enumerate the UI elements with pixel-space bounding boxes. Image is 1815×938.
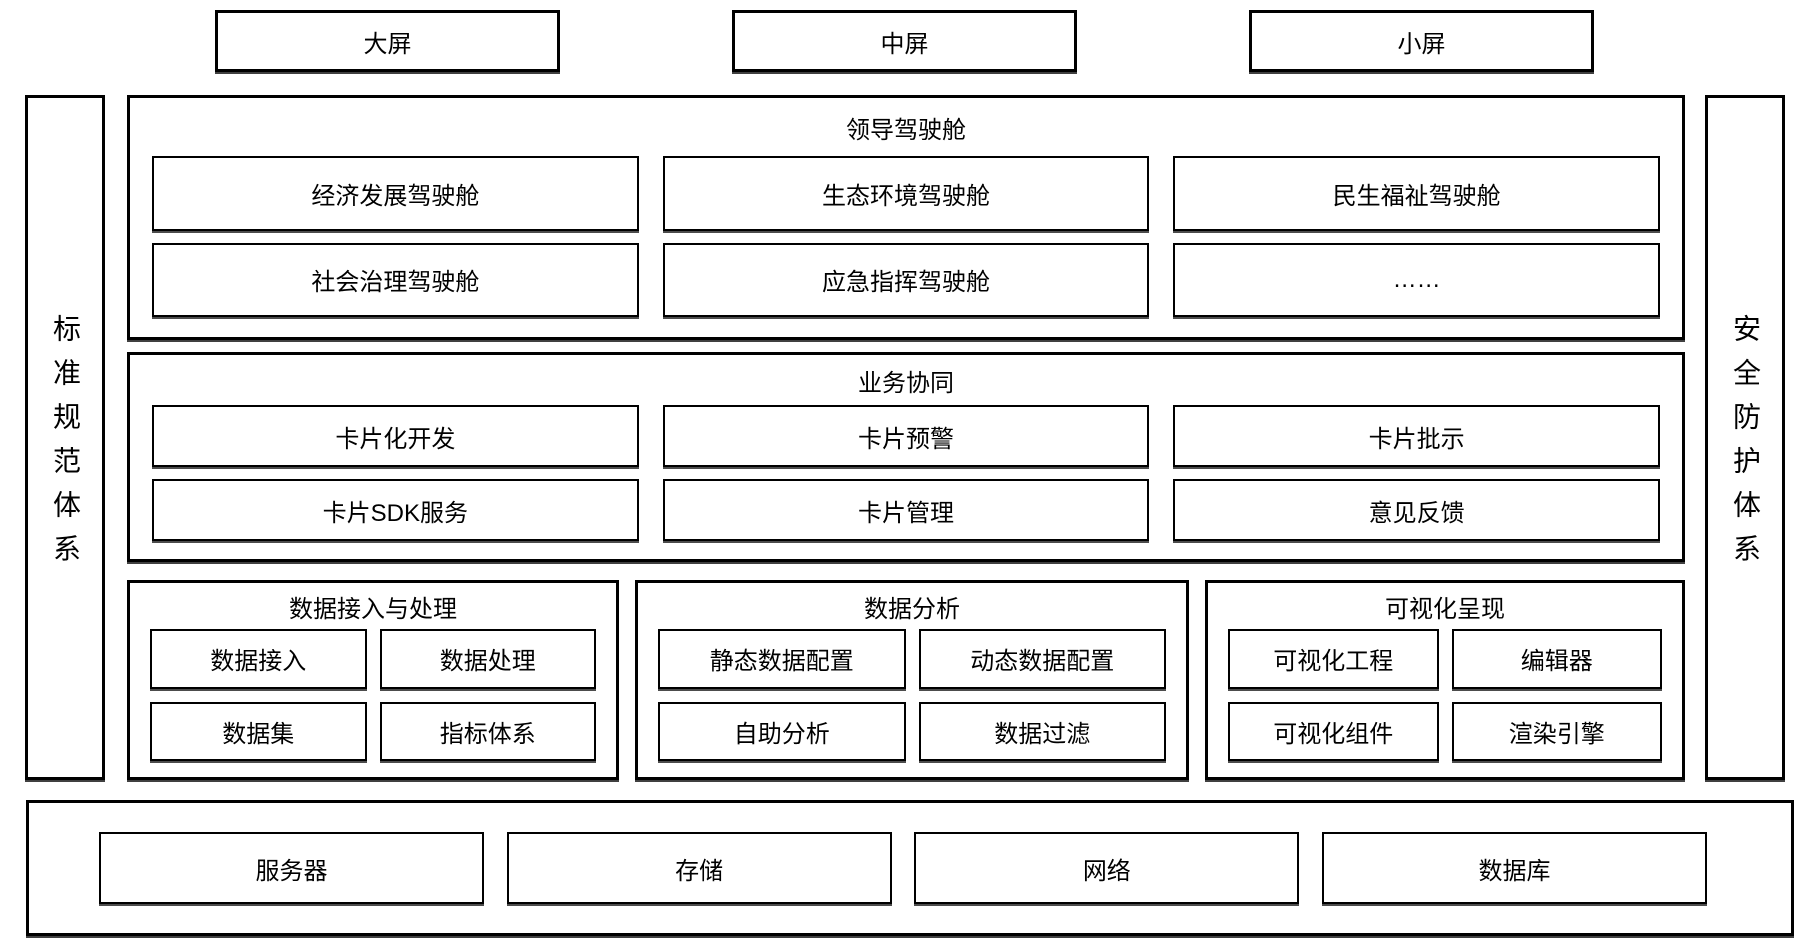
collaboration-item: 卡片管理	[662, 479, 1150, 541]
collaboration-item: 卡片预警	[662, 405, 1150, 467]
cockpit-item-label: 民生福祉驾驶舱	[1332, 182, 1501, 210]
collaboration-item-label: 卡片SDK服务	[322, 499, 468, 527]
collaboration-item-label: 卡片化开发	[335, 425, 456, 453]
pillar-security-label: 安全防护体系	[1730, 313, 1761, 578]
capability-item-label: 自助分析	[733, 720, 830, 748]
layer-collaboration: 业务协同 卡片化开发 卡片预警 卡片批示 卡片SDK服务 卡片管理 意见反馈	[127, 352, 1685, 562]
layer-infrastructure: 服务器 存储 网络 数据库	[26, 800, 1794, 936]
group-visualization-title: 可视化呈现	[1385, 595, 1505, 623]
group-data-analysis-title: 数据分析	[864, 595, 960, 623]
cockpit-item-label: 生态环境驾驶舱	[821, 182, 990, 210]
cockpit-item: 社会治理驾驶舱	[152, 242, 639, 317]
capability-item: 数据过滤	[918, 701, 1166, 761]
capability-item: 编辑器	[1451, 629, 1662, 689]
collaboration-item: 卡片化开发	[152, 405, 639, 467]
cockpit-item-label: 应急指挥驾驶舱	[821, 269, 990, 297]
cockpit-item: 经济发展驾驶舱	[152, 156, 639, 231]
screen-label: 中屏	[880, 30, 929, 58]
capability-item: 数据处理	[379, 629, 596, 689]
infrastructure-item: 存储	[506, 832, 892, 904]
capability-item: 数据集	[150, 701, 367, 761]
capability-item-label: 指标体系	[439, 720, 536, 748]
capability-item-label: 编辑器	[1520, 648, 1593, 676]
layer-collaboration-grid: 卡片化开发 卡片预警 卡片批示 卡片SDK服务 卡片管理 意见反馈	[130, 405, 1682, 559]
cockpit-item-label: ……	[1392, 265, 1441, 293]
capability-item: 动态数据配置	[918, 629, 1166, 689]
group-data-analysis-grid: 静态数据配置 动态数据配置 自助分析 数据过滤	[638, 629, 1186, 777]
group-data-analysis: 数据分析 静态数据配置 动态数据配置 自助分析 数据过滤	[635, 580, 1189, 780]
capability-item: 渲染引擎	[1451, 701, 1662, 761]
collaboration-item-label: 卡片管理	[857, 499, 954, 527]
pillar-standards: 标准规范体系	[25, 95, 105, 780]
capability-item: 可视化组件	[1228, 701, 1439, 761]
group-visualization-grid: 可视化工程 编辑器 可视化组件 渲染引擎	[1208, 629, 1682, 777]
screen-label: 小屏	[1397, 30, 1446, 58]
screen-label: 大屏	[363, 30, 412, 58]
capability-item-label: 数据处理	[439, 648, 536, 676]
group-data-access-grid: 数据接入 数据处理 数据集 指标体系	[130, 629, 616, 777]
capability-item: 数据接入	[150, 629, 367, 689]
layer-cockpit-title: 领导驾驶舱	[846, 116, 966, 144]
group-visualization: 可视化呈现 可视化工程 编辑器 可视化组件 渲染引擎	[1205, 580, 1685, 780]
collaboration-item-label: 卡片预警	[857, 425, 954, 453]
group-data-access-title: 数据接入与处理	[289, 595, 457, 623]
screen-box-large: 大屏	[215, 10, 560, 72]
capability-item: 自助分析	[658, 701, 906, 761]
layer-cockpit: 领导驾驶舱 经济发展驾驶舱 生态环境驾驶舱 民生福祉驾驶舱 社会治理驾驶舱 应急…	[127, 95, 1685, 340]
infrastructure-item-label: 网络	[1082, 857, 1131, 885]
capability-item: 指标体系	[379, 701, 596, 761]
pillar-security: 安全防护体系	[1705, 95, 1785, 780]
cockpit-item: 生态环境驾驶舱	[662, 156, 1150, 231]
capability-item-label: 渲染引擎	[1508, 720, 1605, 748]
layer-capabilities: 数据接入与处理 数据接入 数据处理 数据集 指标体系 数据分析 静态数据配置 动…	[127, 580, 1685, 780]
infrastructure-item: 服务器	[99, 832, 484, 904]
collaboration-item: 卡片批示	[1173, 405, 1660, 467]
infrastructure-item-label: 服务器	[255, 857, 328, 885]
infrastructure-item-label: 存储	[675, 857, 724, 885]
infrastructure-item: 网络	[914, 832, 1300, 904]
capability-item-label: 数据接入	[210, 648, 307, 676]
cockpit-item-label: 经济发展驾驶舱	[311, 182, 480, 210]
screen-box-small: 小屏	[1249, 10, 1594, 72]
cockpit-item: 民生福祉驾驶舱	[1173, 156, 1660, 231]
collaboration-item-label: 卡片批示	[1368, 425, 1465, 453]
collaboration-item: 意见反馈	[1173, 479, 1660, 541]
capability-item-label: 可视化组件	[1273, 720, 1394, 748]
capability-item-label: 动态数据配置	[970, 648, 1115, 676]
capability-item-label: 静态数据配置	[709, 648, 854, 676]
cockpit-item-label: 社会治理驾驶舱	[311, 269, 480, 297]
cockpit-item: 应急指挥驾驶舱	[662, 242, 1150, 317]
cockpit-item-ellipsis: ……	[1173, 242, 1660, 317]
capability-item-label: 数据过滤	[994, 720, 1091, 748]
group-data-access: 数据接入与处理 数据接入 数据处理 数据集 指标体系	[127, 580, 619, 780]
infrastructure-item: 数据库	[1321, 832, 1707, 904]
screen-box-medium: 中屏	[732, 10, 1077, 72]
infrastructure-item-label: 数据库	[1478, 857, 1551, 885]
pillar-standards-label: 标准规范体系	[50, 313, 81, 578]
capability-item-label: 数据集	[222, 720, 295, 748]
capability-item: 可视化工程	[1228, 629, 1439, 689]
collaboration-item-label: 意见反馈	[1368, 499, 1465, 527]
layer-cockpit-grid: 经济发展驾驶舱 生态环境驾驶舱 民生福祉驾驶舱 社会治理驾驶舱 应急指挥驾驶舱 …	[130, 156, 1682, 337]
capability-item-label: 可视化工程	[1273, 648, 1394, 676]
capability-item: 静态数据配置	[658, 629, 906, 689]
collaboration-item: 卡片SDK服务	[152, 479, 639, 541]
layer-collaboration-title: 业务协同	[858, 369, 954, 397]
